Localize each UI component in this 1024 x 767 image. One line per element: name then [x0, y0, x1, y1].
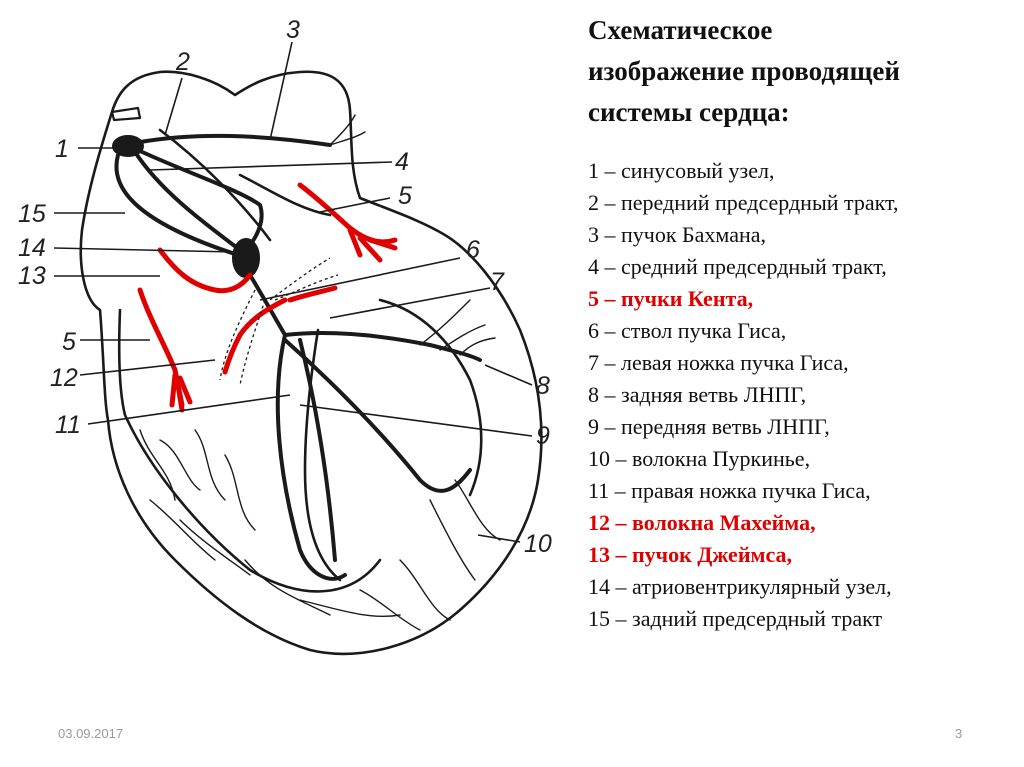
label-5-top: 5 [398, 182, 412, 210]
legend-item-text: 14 – атриовентрикулярный узел, [588, 574, 892, 599]
label-7: 7 [490, 268, 505, 296]
legend-item: 6 – ствол пучка Гиса, [588, 315, 1018, 347]
legend-list: 1 – синусовый узел, 2 – передний предсерд… [588, 155, 1018, 635]
legend-item-text: 8 – задняя ветвь ЛНПГ, [588, 382, 806, 407]
slide-title: Схематическое изображение проводящей сис… [588, 10, 1018, 133]
legend-item-text: 7 – левая ножка пучка Гиса, [588, 350, 849, 375]
sinus-node [114, 137, 142, 155]
legend-item-text: 12 – волокна Махейма, [588, 510, 816, 535]
accessory-pathways [140, 185, 395, 410]
legend-item: 13 – пучок Джеймса, [588, 539, 1018, 571]
label-1: 1 [55, 135, 69, 163]
label-9: 9 [536, 422, 550, 450]
legend-item: 1 – синусовый узел, [588, 155, 1018, 187]
legend-item: 12 – волокна Махейма, [588, 507, 1018, 539]
label-13: 13 [18, 262, 46, 290]
label-12: 12 [50, 364, 78, 392]
legend-item-text: 4 – средний предсердный тракт, [588, 254, 887, 279]
heart-conduction-diagram: 1 2 3 4 5 15 14 13 6 7 5 12 8 11 9 10 [0, 0, 580, 767]
legend-item-text: 9 – передняя ветвь ЛНПГ, [588, 414, 830, 439]
kent-bundle-left [300, 185, 395, 242]
legend-item: 2 – передний предсердный тракт, [588, 187, 1018, 219]
text-panel: Схематическое изображение проводящей сис… [588, 10, 1018, 635]
legend-item: 9 – передняя ветвь ЛНПГ, [588, 411, 1018, 443]
label-10: 10 [524, 530, 552, 558]
page-number: 3 [955, 726, 962, 741]
legend-item: 11 – правая ножка пучка Гиса, [588, 475, 1018, 507]
legend-item: 10 – волокна Пуркинье, [588, 443, 1018, 475]
legend-item: 4 – средний предсердный тракт, [588, 251, 1018, 283]
label-3: 3 [286, 16, 300, 44]
legend-item-text: 2 – передний предсердный тракт, [588, 190, 899, 215]
label-2: 2 [175, 48, 190, 76]
label-15: 15 [18, 200, 46, 228]
legend-item: 8 – задняя ветвь ЛНПГ, [588, 379, 1018, 411]
legend-item: 15 – задний предсердный тракт [588, 603, 1018, 635]
legend-item-text: 3 – пучок Бахмана, [588, 222, 766, 247]
legend-item-text: 6 – ствол пучка Гиса, [588, 318, 786, 343]
legend-item-text: 15 – задний предсердный тракт [588, 606, 882, 631]
legend-item-text: 1 – синусовый узел, [588, 158, 774, 183]
legend-item: 14 – атриовентрикулярный узел, [588, 571, 1018, 603]
footer-date: 03.09.2017 [58, 726, 123, 741]
av-node [234, 240, 258, 276]
label-11: 11 [55, 411, 81, 439]
legend-item-text: 10 – волокна Пуркинье, [588, 446, 810, 471]
label-8: 8 [536, 372, 550, 400]
legend-item-text: 5 – пучки Кента, [588, 286, 753, 311]
legend-item-text: 11 – правая ножка пучка Гиса, [588, 478, 871, 503]
label-5-bottom: 5 [62, 328, 76, 356]
legend-item: 5 – пучки Кента, [588, 283, 1018, 315]
label-6: 6 [466, 236, 480, 264]
label-4: 4 [395, 148, 409, 176]
label-14: 14 [18, 234, 46, 262]
legend-item: 3 – пучок Бахмана, [588, 219, 1018, 251]
legend-item: 7 – левая ножка пучка Гиса, [588, 347, 1018, 379]
legend-item-text: 13 – пучок Джеймса, [588, 542, 792, 567]
